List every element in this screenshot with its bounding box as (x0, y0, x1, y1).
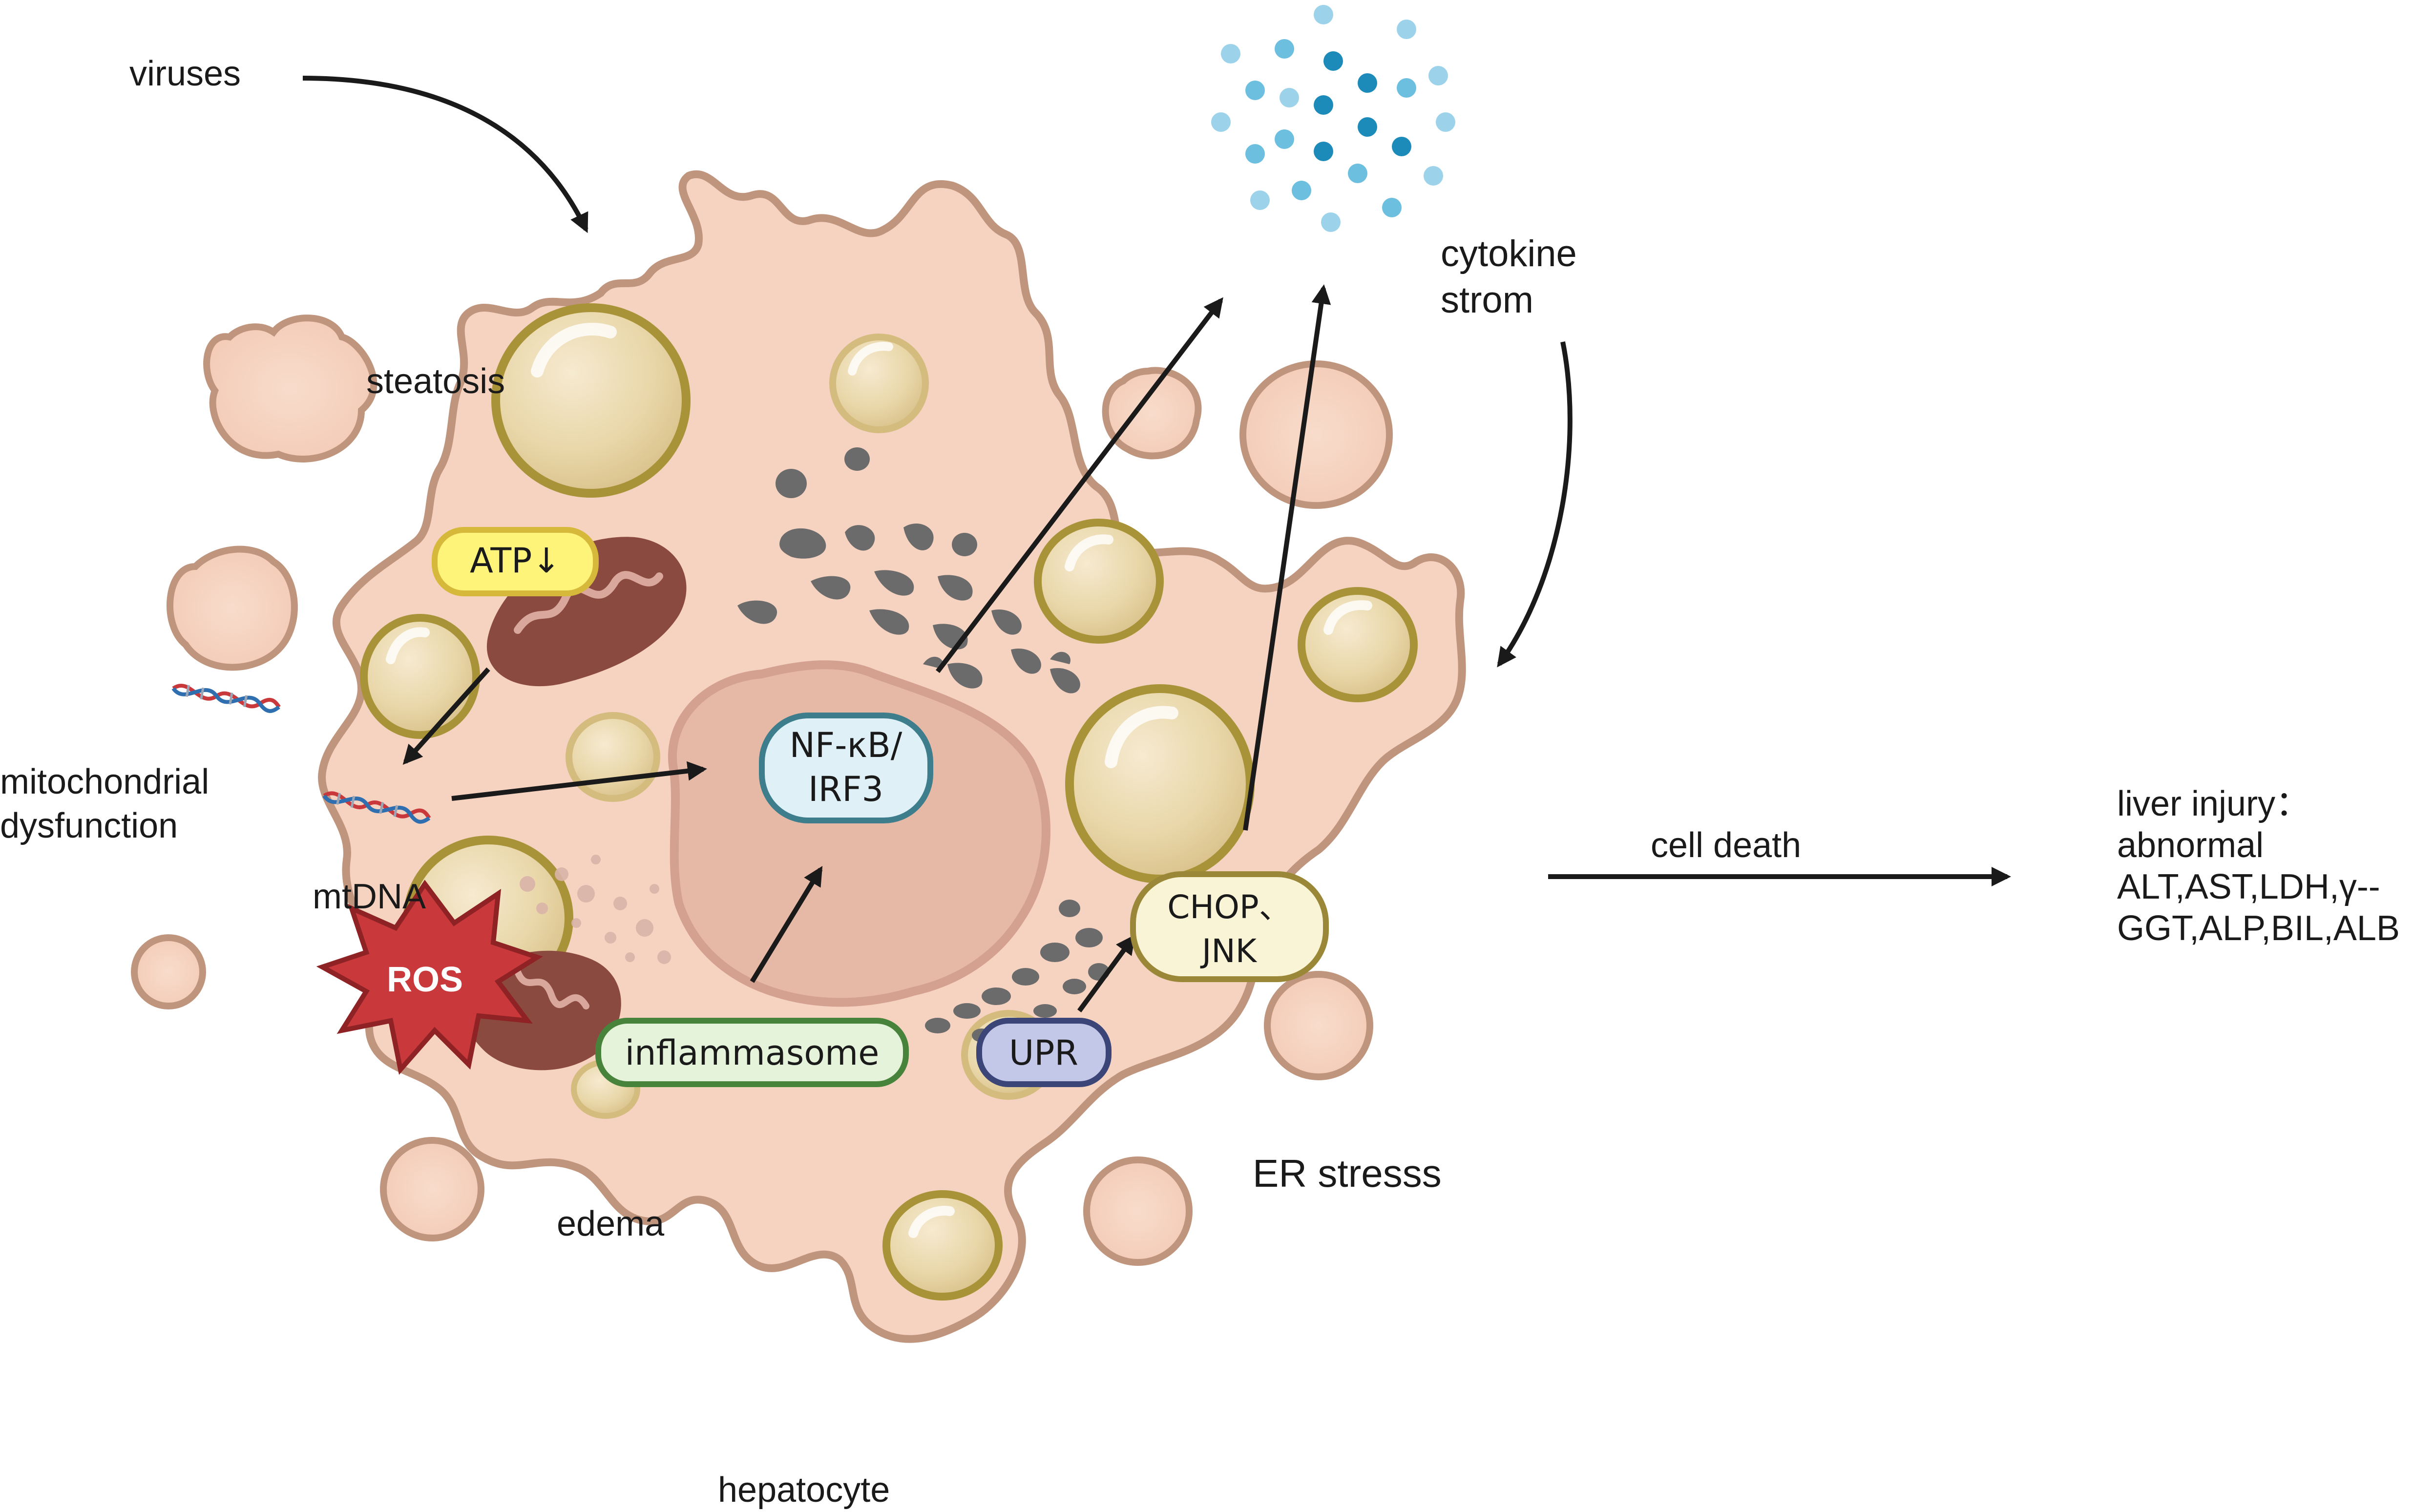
cytokine-dot-icon (1275, 39, 1294, 59)
mitochondrial-label-line2: dysfunction (0, 806, 178, 845)
er-stress-label: ER stresss (1253, 1152, 1442, 1195)
dna-icon (171, 683, 281, 713)
atp-label: ATP↓ (470, 541, 561, 581)
cytokine-dot-icon (1428, 66, 1448, 85)
cytokine-dot-icon (1382, 198, 1402, 217)
lipid-droplet-icon (829, 334, 929, 433)
upr-box: UPR (976, 1018, 1112, 1087)
liver-injury-line2: abnormal (2117, 826, 2264, 865)
inflammasome-box: inflammasome (595, 1018, 909, 1087)
cytokine-dot-icon (1397, 20, 1416, 39)
inflammasome-label: inflammasome (625, 1033, 880, 1073)
cytokine-dot-icon (1245, 81, 1265, 100)
cytokine-dot-icon (1221, 44, 1240, 63)
lipid-droplet-icon (566, 712, 660, 802)
arrow-viruses-to-cell (302, 76, 588, 233)
cytokine-dot-icon (1348, 164, 1367, 183)
cytokine-dot-icon (1275, 129, 1294, 149)
cytokine-dot-icon (1292, 181, 1311, 200)
mtdna-label: mtDNA (313, 877, 426, 916)
bleb-bottom-left (380, 1137, 484, 1241)
lipid-droplet-icon (1034, 519, 1164, 644)
cytokine-dot-icon (1250, 190, 1270, 210)
cell-death-label: cell death (1651, 826, 1801, 865)
bleb-small-left (131, 934, 206, 1009)
cytokine-dot-icon (1397, 78, 1416, 98)
arrow-chop-to-cytokine (1243, 284, 1331, 831)
liver-injury-line4: GGT,ALP,BIL,ALB (2117, 909, 2400, 948)
lipid-droplet-icon (360, 614, 480, 739)
edema-label: edema (557, 1204, 665, 1243)
cytokine-dot-icon (1392, 137, 1411, 156)
arrow-mito-to-mtdna (402, 667, 490, 765)
ros-burst-icon: ROS (316, 880, 543, 1075)
cytokine-label-line1: cytokine (1441, 233, 1577, 274)
cytokine-dot-icon (1314, 142, 1333, 161)
cytokine-dot-icon (1436, 112, 1455, 132)
cytokine-dot-icon (1424, 166, 1443, 186)
bleb-bottom-right (1083, 1156, 1193, 1266)
chop-label-line2: JNK (1200, 932, 1258, 970)
viruses-label: viruses (129, 54, 241, 93)
nfkb-label-line2: IRF3 (808, 769, 883, 809)
cytokine-dot-icon (1358, 73, 1377, 93)
ros-label: ROS (387, 960, 463, 999)
bleb-right (1264, 971, 1373, 1080)
bleb-left (166, 546, 298, 671)
steatosis-label: steatosis (366, 362, 505, 401)
chop-label-line1: CHOP、 (1167, 888, 1291, 926)
arrow-nfkb-to-cytokine (936, 297, 1223, 673)
liver-injury-line1: liver injury： (2117, 784, 2310, 823)
arrows (302, 76, 2011, 1012)
dna-icon (322, 791, 431, 824)
cytokine-dot-icon (1358, 117, 1377, 137)
cytokine-dot-icon (1314, 5, 1333, 24)
nfkb-label-line1: NF-κB/ (790, 725, 902, 765)
cytokine-dot-icon (1211, 112, 1231, 132)
cytokine-cloud (1211, 5, 1455, 232)
chop-jnk-box: CHOP、 JNK (1130, 871, 1329, 982)
mitochondrial-label-line1: mitochondrial (0, 762, 209, 801)
bleb-upper-right (1239, 360, 1393, 509)
lipid-droplet-icon (882, 1190, 1003, 1301)
bleb-upper-mid (1102, 367, 1202, 460)
arrow-cytokine-loop (1497, 341, 1573, 668)
cytokine-dot-icon (1245, 144, 1265, 164)
nfkb-box: NF-κB/ IRF3 (759, 713, 933, 823)
lipid-droplet-icon (1298, 587, 1418, 702)
lipid-droplet-icon (1065, 684, 1255, 883)
lipid-droplet-icon (491, 303, 691, 498)
atp-box: ATP↓ (432, 527, 599, 596)
mitochondrial-fragments (520, 855, 671, 964)
cytokine-label-line2: strom (1441, 279, 1533, 321)
liver-injury-line3: ALT,AST,LDH,γ-- (2117, 867, 2380, 906)
arrow-upr-to-chop (1077, 934, 1135, 1012)
cytokine-dot-icon (1314, 95, 1333, 115)
cytokine-dot-icon (1321, 212, 1341, 232)
cytokine-dot-icon (1280, 88, 1299, 107)
cytokine-dot-icon (1323, 51, 1343, 71)
upr-label: UPR (1009, 1033, 1078, 1073)
bleb-top-left (203, 315, 378, 462)
arrow-mtdna-to-nfkb (451, 761, 707, 801)
arrow-inflammasome-to-nfkb (750, 866, 823, 983)
hepatocyte-label: hepatocyte (718, 1470, 890, 1510)
